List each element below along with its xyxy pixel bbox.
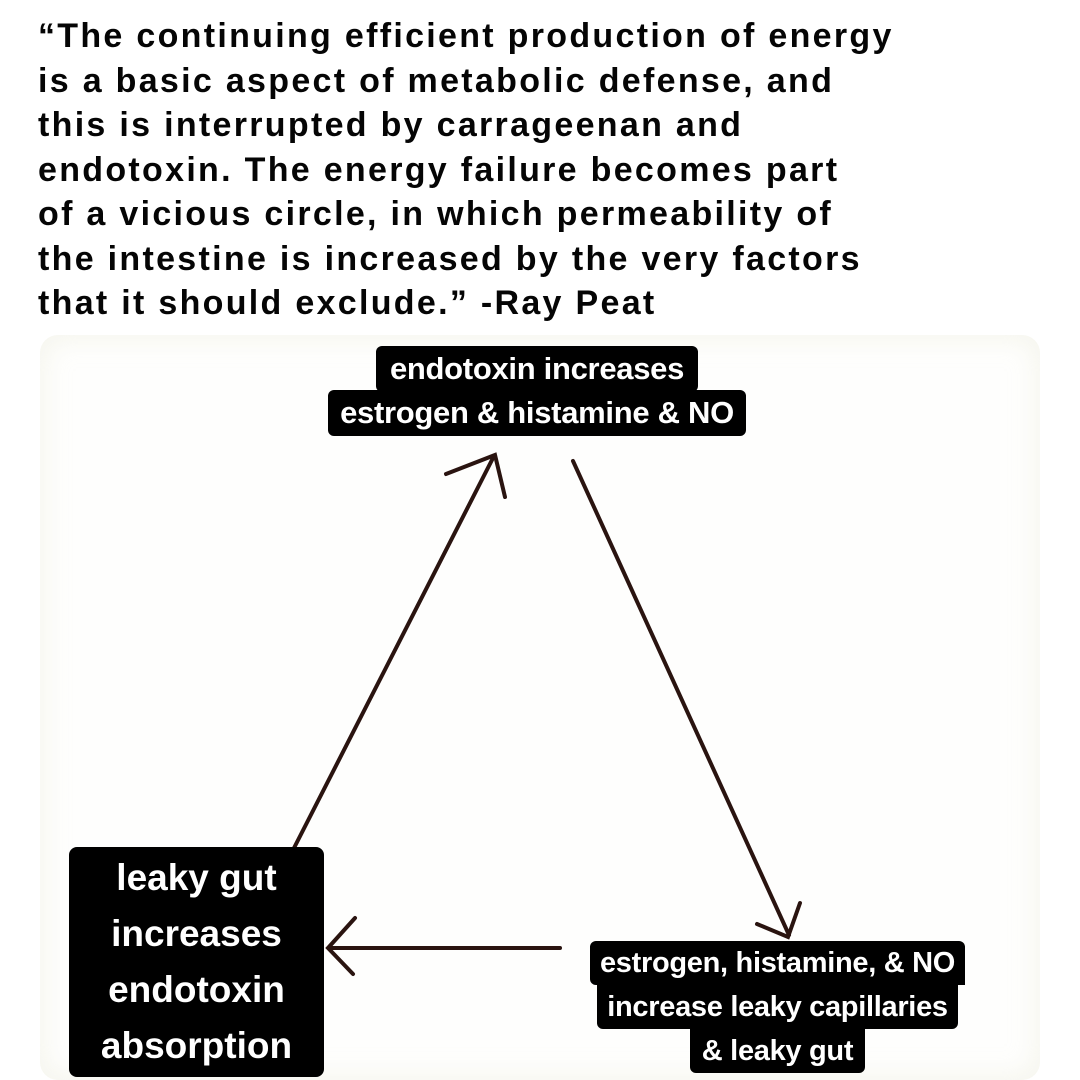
node-leaky-gut-increases-endotoxin: leaky gut increases endotoxin absorption — [69, 847, 324, 1077]
node-label-line: leaky gut — [116, 857, 277, 898]
node-label-line: estrogen & histamine & NO — [328, 390, 746, 436]
quote-line: of a vicious circle, in which permeabili… — [38, 195, 834, 233]
arrow-leaky-gut-to-endotoxin-icon — [292, 452, 507, 850]
node-endotoxin-increases: endotoxin increases estrogen & histamine… — [287, 346, 787, 436]
quote-line: that it should exclude.” -Ray Peat — [38, 284, 657, 322]
arrow-estrogen-to-leaky-gut-icon — [325, 916, 562, 976]
node-label-line: endotoxin increases — [375, 346, 699, 392]
quote-line: endotoxin. The energy failure becomes pa… — [38, 150, 840, 189]
arrow-endotoxin-to-estrogen-icon — [571, 459, 802, 940]
quote-line: the intestine is increased by the very f… — [38, 239, 862, 278]
node-label-line: increase leaky capillaries — [597, 985, 958, 1029]
quote-line: this is interrupted by carrageenan and — [38, 106, 744, 144]
ray-peat-quote: “The continuing efficient production of … — [38, 14, 1048, 326]
quote-line: is a basic aspect of metabolic defense, … — [38, 61, 835, 100]
node-label-line: endotoxin — [108, 969, 285, 1010]
quote-line: “The continuing efficient production of … — [38, 17, 894, 55]
node-estrogen-histamine-no: estrogen, histamine, & NO increase leaky… — [555, 941, 1000, 1073]
node-label-line: estrogen, histamine, & NO — [589, 941, 966, 985]
node-label-line: & leaky gut — [689, 1029, 866, 1073]
node-label-line: increases — [111, 913, 282, 954]
node-label-line: absorption — [100, 1025, 293, 1066]
